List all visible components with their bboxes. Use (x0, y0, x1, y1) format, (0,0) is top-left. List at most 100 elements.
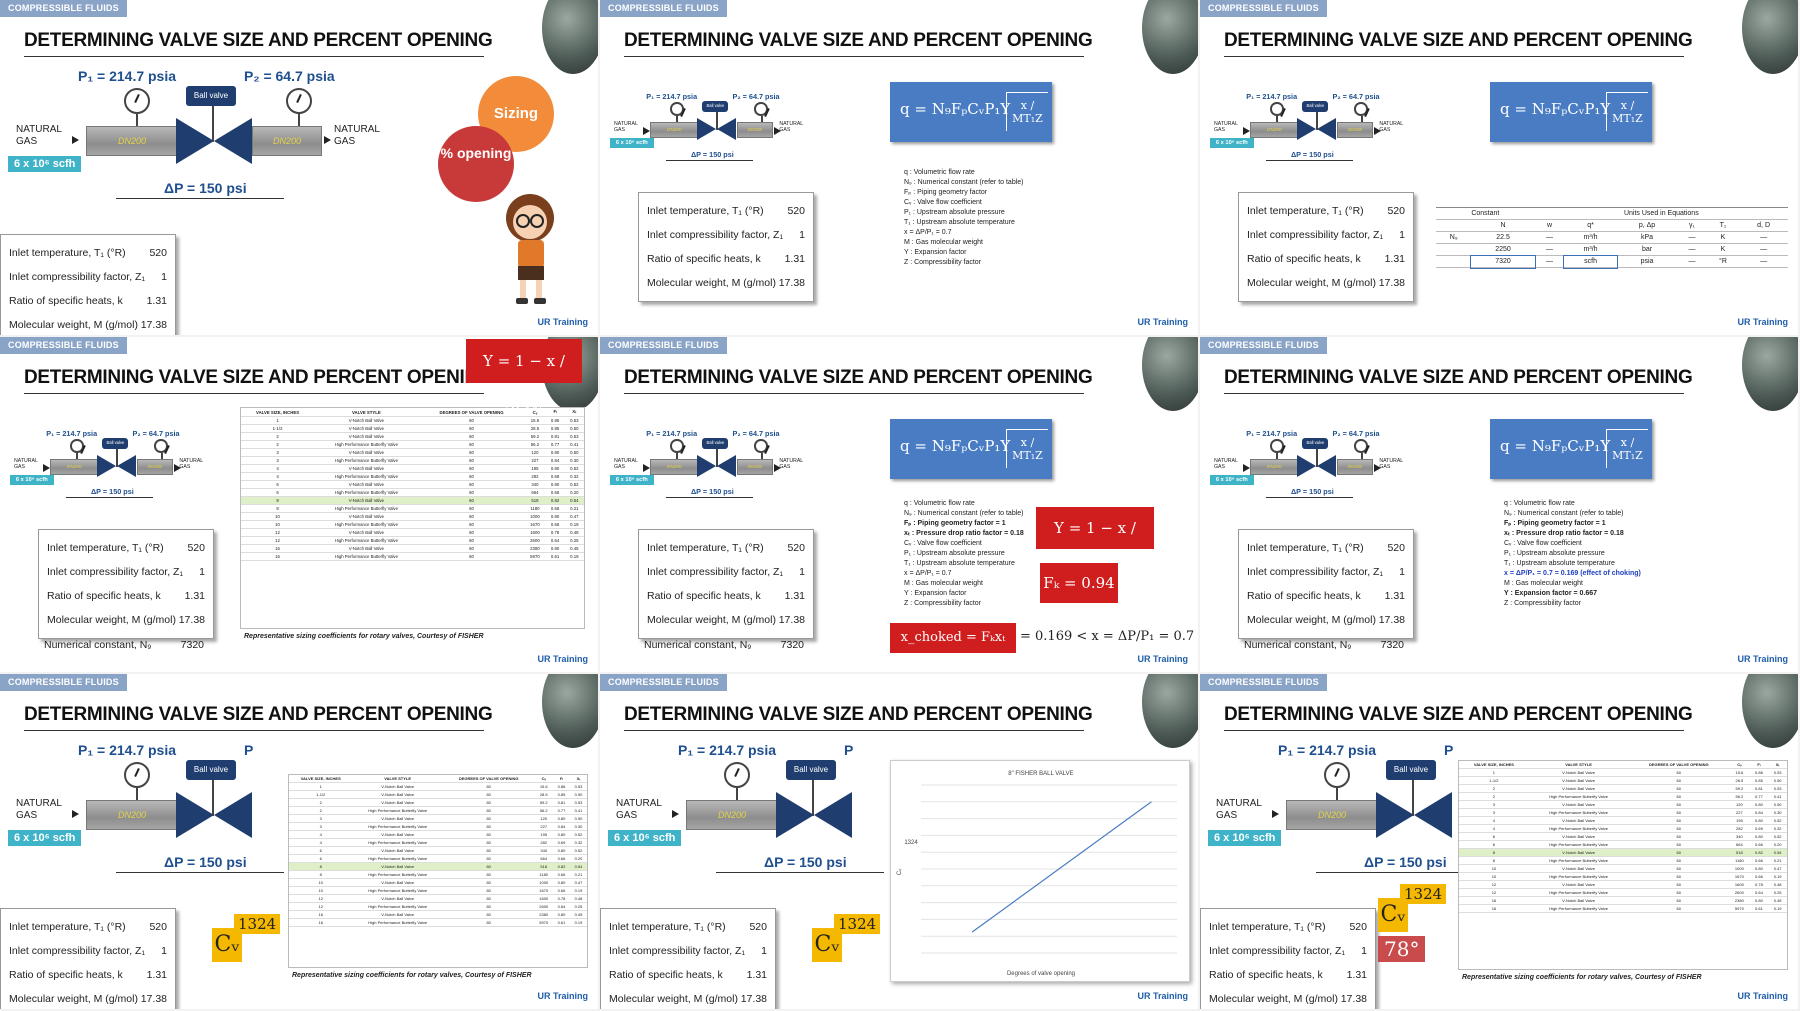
valve-body-left (176, 118, 214, 164)
slide-title: DETERMINING VALVE SIZE AND PERCENT OPENI… (1224, 30, 1692, 52)
table-cell: — (1739, 256, 1788, 268)
valve-body-left (97, 455, 116, 477)
table-cell: 0.25 (570, 903, 587, 911)
table-caption: Representative sizing coefficients for r… (292, 972, 532, 979)
table-cell: 0.53 (565, 433, 584, 441)
valve-photo (1742, 674, 1798, 748)
table-cell: V-Notch Ball Valve (1529, 817, 1629, 825)
sqrt-term: x / MT₁Z (1006, 92, 1048, 131)
p1-label: P₁ = 214.7 psia (78, 68, 176, 84)
sizing-coefficient-table: VALVE SIZE, INCHESVALVE STYLEDEGREES OF … (1458, 760, 1788, 970)
valve-photo (1142, 337, 1198, 411)
table-row: 12High Performance Butterfly Valve602600… (1459, 889, 1787, 897)
gas-inlet-label: NATURAL GAS (1214, 121, 1240, 133)
table-cell: V-Notch Ball Valve (1529, 833, 1629, 841)
table-cell: 60 (443, 815, 535, 823)
property-label: Inlet temperature, T₁ (°R) (647, 536, 764, 560)
inlet-pipe: DN200 (1250, 459, 1298, 475)
table-cell: 60 (1628, 785, 1729, 793)
property-label: Inlet compressibility factor, Z₁ (1247, 223, 1383, 247)
property-row: Ratio of specific heats, k1.31 (1247, 584, 1405, 608)
table-cell: 0.77 (1750, 793, 1769, 801)
training-logo: UR Training (537, 654, 588, 664)
table-cell: 59.2 (1729, 785, 1749, 793)
table-cell: 1 (289, 783, 352, 791)
table-row: 1V-Notch Ball Valve6015.60.860.53 (1459, 769, 1787, 777)
p2-label: P₂ = 64.7 psia (133, 429, 180, 438)
table-cell: 15.6 (1729, 769, 1749, 777)
variable-legend: q : Volumetric flow rateN₉ : Numerical c… (904, 168, 1024, 268)
property-label: Inlet compressibility factor, Z₁ (647, 560, 783, 584)
table-row: 16High Performance Butterfly Valve605970… (1459, 905, 1787, 913)
property-label: Ratio of specific heats, k (1247, 247, 1361, 271)
table-cell: 2380 (524, 545, 545, 553)
dp-dimension-line (1266, 160, 1353, 161)
title-rule (24, 393, 484, 394)
table-row: 3High Performance Butterfly Valve602270.… (289, 823, 587, 831)
property-row: Molecular weight, M (g/mol)17.38 (609, 987, 767, 1009)
pressure-drop-label: ΔP = 150 psi (164, 854, 247, 870)
table-row: 10V-Notch Ball Valve6010000.800.47 (289, 879, 587, 887)
property-label: Inlet temperature, T₁ (°R) (1247, 199, 1364, 223)
legend-line: q : Volumetric flow rate (904, 499, 1024, 509)
outlet-pipe: DN200 (737, 459, 773, 475)
table-caption: Representative sizing coefficients for r… (1462, 974, 1702, 981)
constants-table: ConstantUnits Used in EquationsNwq*p, Δp… (1436, 208, 1788, 268)
table-cell: 0.85 (546, 425, 565, 433)
table-cell: 6 (241, 489, 314, 497)
property-label: Molecular weight, M (g/mol) (1247, 608, 1376, 632)
table-row: 3V-Notch Ball Valve601200.800.50 (289, 815, 587, 823)
table-cell: 0.41 (1768, 793, 1787, 801)
table-cell: High Performance Butterfly Valve (1529, 825, 1629, 833)
table-cell: 1600 (1729, 881, 1749, 889)
sqrt-term: x / MT₁Z (1606, 92, 1648, 131)
table-cell: High Performance Butterfly Valve (352, 855, 442, 863)
table-cell: 0.19 (565, 553, 584, 561)
table-cell: 0.30 (1768, 809, 1787, 817)
table-cell: 0.20 (570, 855, 587, 863)
inlet-gauge-stem (1336, 788, 1338, 800)
legend-line: Cᵥ : Valve flow coefficient (904, 539, 1024, 549)
property-row: Ratio of specific heats, k1.31 (1247, 247, 1405, 271)
property-value: 520 (1349, 915, 1367, 939)
table-cell: High Performance Butterfly Valve (314, 457, 418, 465)
legend-line: xₜ : Pressure drop ratio factor = 0.18 (904, 529, 1024, 539)
table-cell: 0.80 (546, 513, 565, 521)
sizing-table: VALVE SIZE, INCHESVALVE STYLEDEGREES OF … (289, 775, 587, 927)
table-cell: 195 (534, 831, 553, 839)
gas-outlet-label: NATURAL GAS (1379, 458, 1405, 470)
table-cell: 60 (1628, 849, 1729, 857)
table-cell: 16 (1459, 897, 1529, 905)
table-cell: V-Notch Ball Valve (314, 497, 418, 505)
flow-equation-lhs: q = N₉FₚCᵥP₁Y (1500, 437, 1610, 455)
outlet-gauge (1354, 439, 1368, 453)
table-cell: 2 (289, 807, 352, 815)
variable-legend: q : Volumetric flow rateN₉ : Numerical c… (904, 499, 1024, 609)
table-cell: 0.52 (570, 831, 587, 839)
table-cell: 0.80 (1750, 833, 1769, 841)
p2-label: P (1444, 742, 1453, 758)
legend-line: q : Volumetric flow rate (1504, 499, 1641, 509)
table-cell: 0.19 (565, 521, 584, 529)
table-cell: 4 (289, 839, 352, 847)
training-logo: UR Training (1737, 317, 1788, 327)
table-cell: K (1707, 232, 1739, 244)
table-cell: 12 (241, 529, 314, 537)
dp-dimension-line (1266, 497, 1353, 498)
cv-value: 1324 (834, 914, 880, 934)
training-logo: UR Training (1737, 654, 1788, 664)
table-cell: 60 (443, 799, 535, 807)
table-cell: High Performance Butterfly Valve (352, 807, 442, 815)
property-value: 520 (187, 536, 205, 560)
inlet-gauge (1324, 762, 1350, 788)
table-cell: 0.66 (546, 521, 565, 529)
